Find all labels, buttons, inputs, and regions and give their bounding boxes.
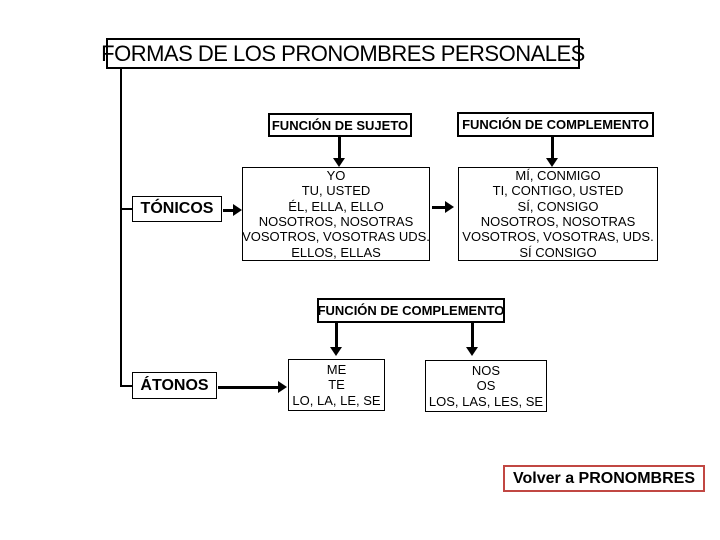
- trunk-connector-line: [120, 69, 122, 387]
- form-line: MÍ, CONMIGO: [515, 167, 601, 183]
- arrow-complemento-down-line: [551, 137, 554, 158]
- form-line: NOSOTROS, NOSOTRAS: [480, 214, 636, 229]
- form-line: LO, LA, LE, SE: [292, 392, 381, 408]
- form-line: TE: [328, 377, 345, 393]
- volver-pronombres-link[interactable]: Volver a PRONOMBRES: [503, 465, 705, 492]
- atonos-connector-line: [120, 385, 133, 387]
- form-line: VOSOTROS, VOSOTRAS UDS.: [242, 229, 430, 245]
- atonos-label-box: ÁTONOS: [132, 372, 217, 399]
- arrow-atonos-plural-down-icon: [466, 347, 478, 356]
- form-line: SÍ, CONSIGO: [517, 198, 599, 214]
- form-line: TI, CONTIGO, USTED: [492, 183, 624, 199]
- form-line: TU, USTED: [301, 183, 371, 199]
- arrow-tonicos-right-line: [223, 209, 234, 212]
- form-line: OS: [476, 378, 496, 394]
- form-line: NOS: [471, 362, 501, 378]
- form-line: ME: [326, 361, 347, 377]
- arrow-atonos-plural-down-line: [471, 323, 474, 347]
- form-line: SÍ CONSIGO: [519, 244, 597, 260]
- tonicos-label-box: TÓNICOS: [132, 196, 222, 222]
- arrow-sujeto-down-icon: [333, 158, 345, 167]
- header-funcion-complemento-tonicos: FUNCIÓN DE COMPLEMENTO: [457, 112, 654, 137]
- form-line: ELLOS, ELLAS: [291, 244, 381, 260]
- arrow-sujeto-to-complemento-line: [432, 206, 446, 209]
- header-funcion-sujeto: FUNCIÓN DE SUJETO: [268, 113, 412, 137]
- arrow-atonos-singular-down-icon: [330, 347, 342, 356]
- form-line: YO: [326, 167, 346, 183]
- arrow-complemento-down-icon: [546, 158, 558, 167]
- arrow-atonos-right-line: [218, 386, 279, 389]
- arrow-atonos-right-icon: [278, 381, 287, 393]
- form-line: VOSOTROS, VOSOTRAS, UDS.: [462, 229, 654, 245]
- tonicos-connector-line: [120, 208, 132, 210]
- arrow-sujeto-down-line: [338, 137, 341, 158]
- page-title: FORMAS DE LOS PRONOMBRES PERSONALES: [101, 38, 585, 69]
- form-line: LOS, LAS, LES, SE: [428, 393, 544, 409]
- header-funcion-complemento-atonos: FUNCIÓN DE COMPLEMENTO: [317, 298, 505, 323]
- arrow-sujeto-to-complemento-icon: [445, 201, 454, 213]
- arrow-tonicos-right-icon: [233, 204, 242, 216]
- form-line: NOSOTROS, NOSOTRAS: [258, 214, 414, 229]
- arrow-atonos-singular-down-line: [335, 323, 338, 347]
- form-line: ÉL, ELLA, ELLO: [288, 198, 384, 214]
